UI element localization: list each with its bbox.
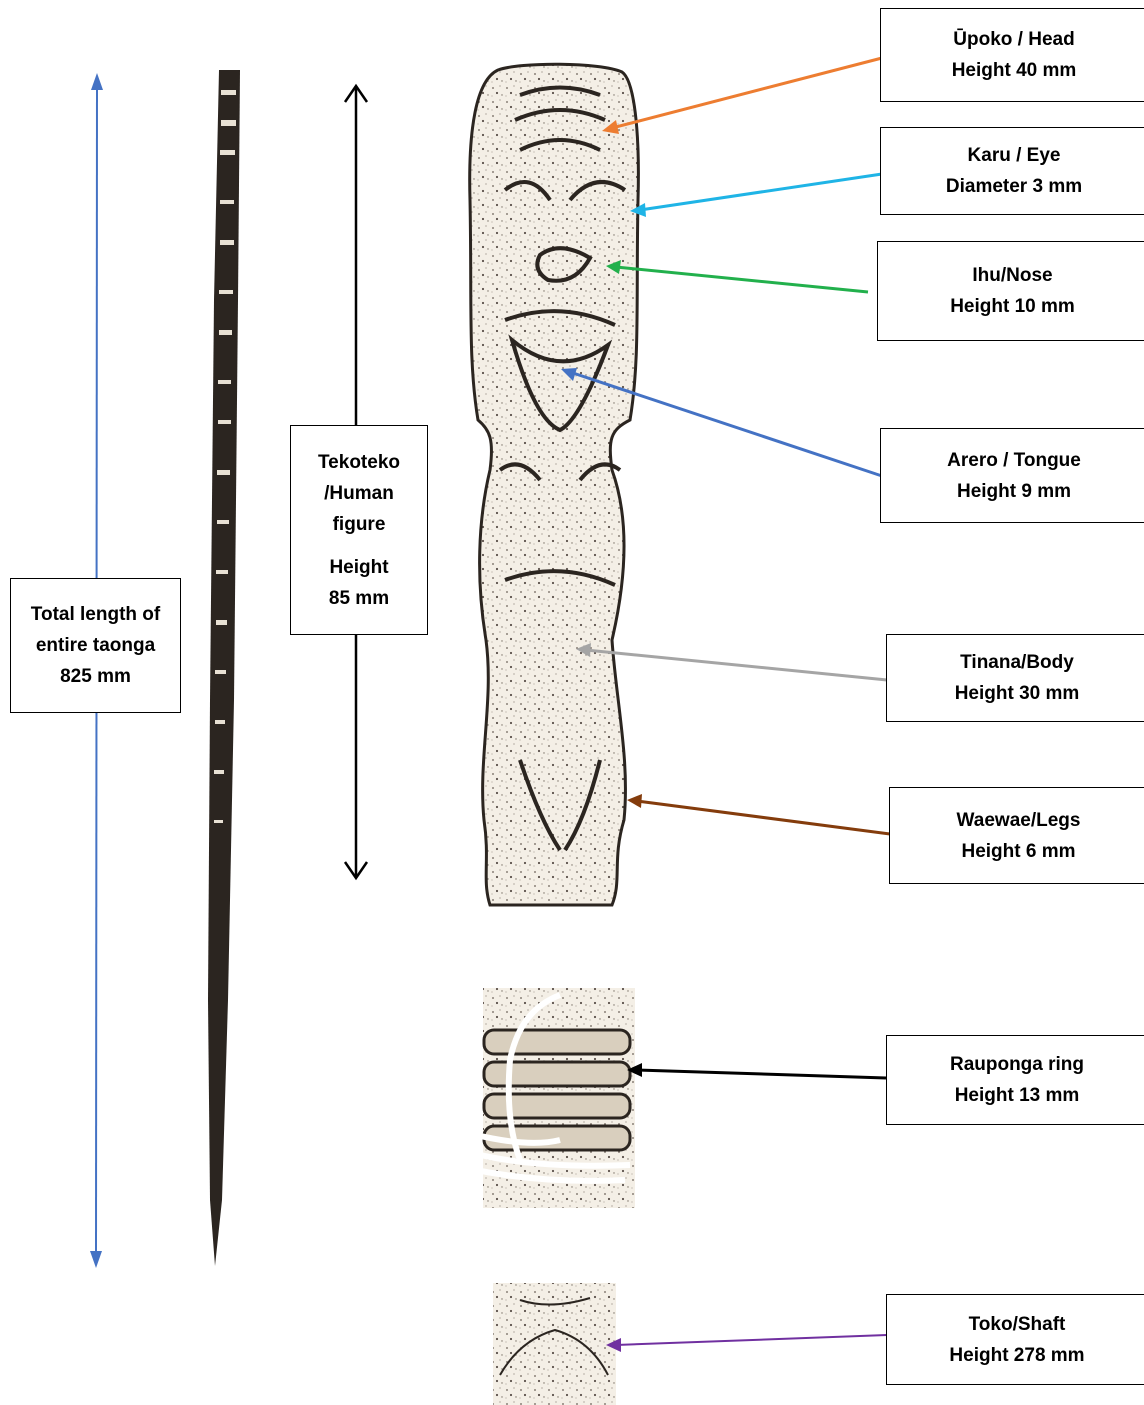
shaft-name: Toko/Shaft xyxy=(969,1309,1066,1340)
head-label: Ūpoko / Head Height 40 mm xyxy=(880,8,1144,102)
nose-label: Ihu/Nose Height 10 mm xyxy=(877,241,1144,341)
tekoteko-figure xyxy=(470,64,639,905)
tekoteko-label: Tekoteko /Human figure Height 85 mm xyxy=(290,425,428,635)
eye-leader-line xyxy=(640,174,882,210)
toko-shaft-image xyxy=(493,1283,616,1405)
legs-label: Waewae/Legs Height 6 mm xyxy=(889,787,1144,884)
head-measure: Height 40 mm xyxy=(952,55,1077,86)
body-leader-line xyxy=(586,650,887,680)
head-leader-line xyxy=(612,58,882,128)
tongue-label: Arero / Tongue Height 9 mm xyxy=(880,428,1144,523)
shaft-leader-line xyxy=(616,1335,887,1345)
tekoteko-line3: figure xyxy=(333,509,386,540)
rauponga-name: Rauponga ring xyxy=(950,1049,1084,1080)
shaft-label: Toko/Shaft Height 278 mm xyxy=(886,1294,1144,1385)
nose-leader-line xyxy=(616,267,868,292)
rauponga-leader-line xyxy=(637,1070,886,1078)
eye-label: Karu / Eye Diameter 3 mm xyxy=(880,127,1144,215)
tekoteko-line1: Tekoteko xyxy=(318,447,400,478)
total-length-line1: Total length of xyxy=(31,599,160,630)
eye-name: Karu / Eye xyxy=(968,140,1061,171)
body-name: Tinana/Body xyxy=(960,647,1074,678)
nose-measure: Height 10 mm xyxy=(950,291,1075,322)
nose-name: Ihu/Nose xyxy=(972,260,1052,291)
legs-name: Waewae/Legs xyxy=(957,805,1081,836)
head-name: Ūpoko / Head xyxy=(953,24,1074,55)
rauponga-measure: Height 13 mm xyxy=(955,1080,1080,1111)
tekoteko-line4: Height xyxy=(329,552,388,583)
rauponga-label: Rauponga ring Height 13 mm xyxy=(886,1035,1144,1125)
total-length-label: Total length of entire taonga 825 mm xyxy=(10,578,181,713)
eye-measure: Diameter 3 mm xyxy=(946,171,1082,202)
tongue-measure: Height 9 mm xyxy=(957,476,1071,507)
legs-leader-line xyxy=(637,801,890,834)
legs-measure: Height 6 mm xyxy=(961,836,1075,867)
tongue-name: Arero / Tongue xyxy=(947,445,1081,476)
shaft-measure: Height 278 mm xyxy=(949,1340,1084,1371)
tekoteko-line2: /Human xyxy=(324,478,394,509)
total-length-value: 825 mm xyxy=(60,661,131,692)
rauponga-ring-image xyxy=(435,988,635,1208)
taonga-full-view xyxy=(208,70,240,1266)
tekoteko-value: 85 mm xyxy=(329,583,389,614)
total-length-line2: entire taonga xyxy=(36,630,155,661)
body-label: Tinana/Body Height 30 mm xyxy=(886,634,1144,722)
body-measure: Height 30 mm xyxy=(955,678,1080,709)
